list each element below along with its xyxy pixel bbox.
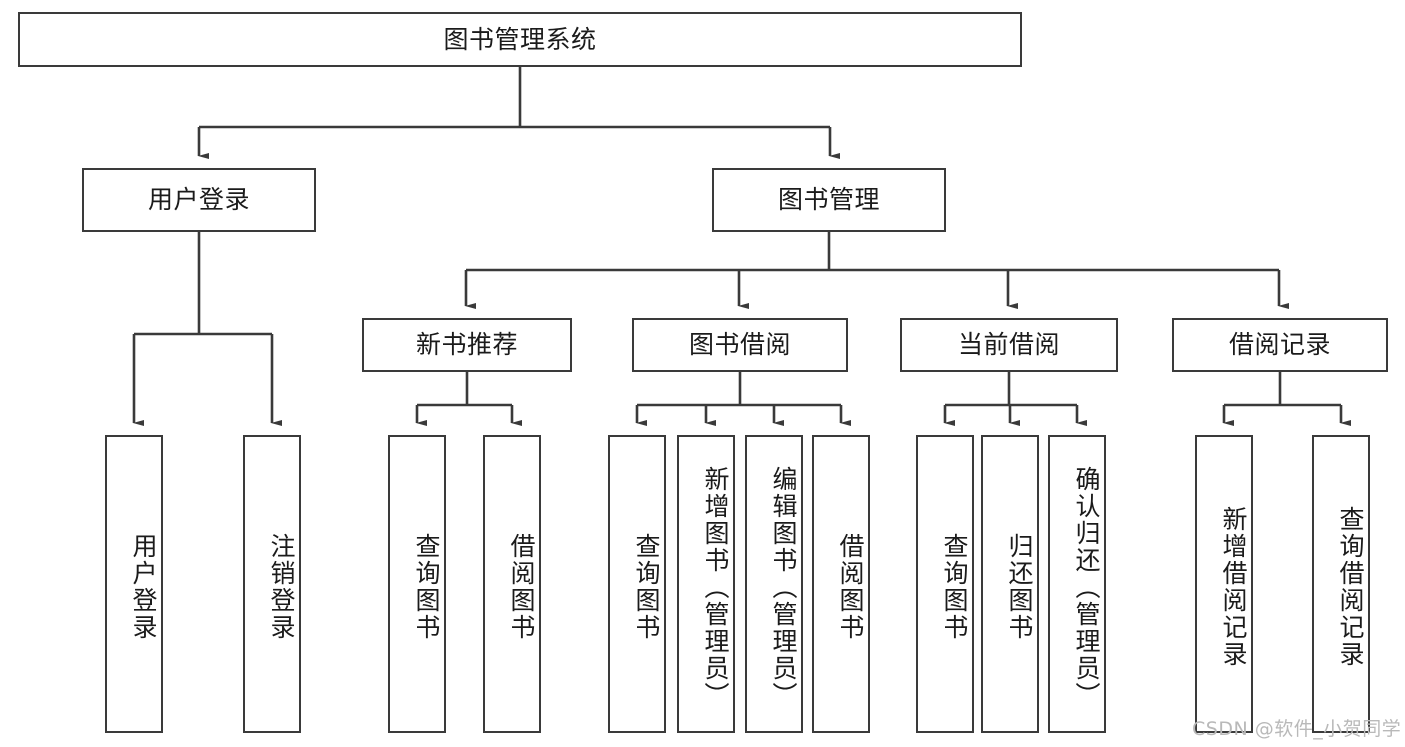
connector-group-new-book-recommend [415,372,522,426]
node-leaf-query-book-2-label: 查询图书 [632,533,661,641]
node-new-book-recommend-label: 新书推荐 [415,330,518,360]
connector-group-book-management [464,232,1289,309]
node-leaf-edit-book[interactable]: 编辑图书（管理员） [745,435,803,733]
node-leaf-return-book[interactable]: 归还图书 [981,435,1039,733]
connector-group-root [197,67,840,159]
node-leaf-query-record-label: 查询借阅记录 [1336,506,1365,668]
connector-group-book-borrow [635,372,851,426]
node-new-book-recommend[interactable]: 新书推荐 [362,318,572,372]
watermark: CSDN @软件_小贺同学 [1192,718,1402,740]
connector-group-current-borrow [943,372,1087,426]
node-leaf-borrow-book-2-label: 借阅图书 [836,533,865,641]
node-leaf-query-book-1-label: 查询图书 [412,533,441,641]
node-leaf-user-login-label: 用户登录 [129,533,158,641]
node-leaf-add-record[interactable]: 新增借阅记录 [1195,435,1253,733]
node-leaf-query-book-1[interactable]: 查询图书 [388,435,446,733]
node-leaf-borrow-book-1[interactable]: 借阅图书 [483,435,541,733]
node-leaf-query-book-3[interactable]: 查询图书 [916,435,974,733]
node-leaf-query-record[interactable]: 查询借阅记录 [1312,435,1370,733]
node-borrow-record[interactable]: 借阅记录 [1172,318,1388,372]
node-leaf-user-logout[interactable]: 注销登录 [243,435,301,733]
node-borrow-record-label: 借阅记录 [1228,330,1331,360]
node-leaf-user-login[interactable]: 用户登录 [105,435,163,733]
node-leaf-user-logout-label: 注销登录 [267,533,296,641]
node-book-management[interactable]: 图书管理 [712,168,946,232]
node-leaf-query-book-3-label: 查询图书 [940,533,969,641]
node-leaf-add-book[interactable]: 新增图书（管理员） [677,435,735,733]
node-leaf-query-book-2[interactable]: 查询图书 [608,435,666,733]
node-book-management-label: 图书管理 [777,185,880,215]
node-user-login-label: 用户登录 [147,185,250,215]
connector-group-borrow-record [1222,372,1351,426]
node-leaf-return-book-label: 归还图书 [1005,533,1034,641]
node-current-borrow-label: 当前借阅 [957,330,1060,360]
node-book-borrow[interactable]: 图书借阅 [632,318,848,372]
node-leaf-add-record-label: 新增借阅记录 [1219,506,1248,668]
connector-group-user-login [132,232,282,426]
node-leaf-borrow-book-1-label: 借阅图书 [507,533,536,641]
node-book-borrow-label: 图书借阅 [688,330,791,360]
node-root[interactable]: 图书管理系统 [18,12,1022,67]
node-leaf-edit-book-label: 编辑图书（管理员） [769,465,798,709]
node-leaf-borrow-book-2[interactable]: 借阅图书 [812,435,870,733]
node-leaf-confirm-return[interactable]: 确认归还（管理员） [1048,435,1106,733]
node-root-label: 图书管理系统 [443,24,597,54]
node-current-borrow[interactable]: 当前借阅 [900,318,1118,372]
node-leaf-confirm-return-label: 确认归还（管理员） [1072,465,1101,709]
node-leaf-add-book-label: 新增图书（管理员） [701,465,730,709]
node-user-login[interactable]: 用户登录 [82,168,316,232]
